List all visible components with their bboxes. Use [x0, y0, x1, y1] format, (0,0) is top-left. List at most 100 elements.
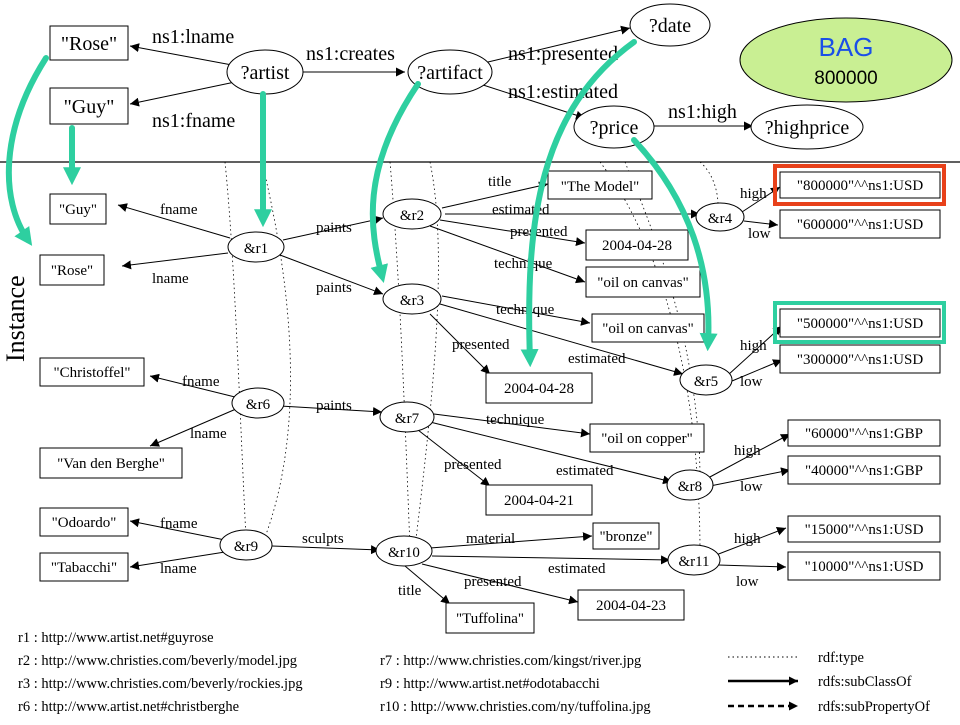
legend-line-types: rdf:type rdfs:subClassOf rdfs:subPropert…	[728, 650, 930, 715]
svg-text:&r11: &r11	[678, 554, 709, 570]
ref-r10: r10 : http://www.christies.com/ny/tuffol…	[380, 699, 651, 715]
svg-text:"bronze": "bronze"	[599, 529, 652, 545]
svg-text:low: low	[740, 479, 763, 495]
rdf-type-lines	[224, 161, 719, 554]
svg-text:sculpts: sculpts	[302, 531, 344, 547]
edge-label-fname: ns1:fname	[152, 110, 235, 132]
svg-text:"Guy": "Guy"	[64, 96, 115, 118]
svg-text:low: low	[736, 574, 759, 590]
bag-value: 800000	[814, 68, 877, 89]
svg-text:2004-04-23: 2004-04-23	[596, 598, 666, 614]
svg-text:presented: presented	[444, 457, 502, 473]
svg-text:lname: lname	[152, 271, 189, 287]
node-r11	[667, 544, 721, 576]
svg-text:presented: presented	[464, 574, 522, 590]
bag-title: BAG	[819, 32, 874, 62]
svg-text:estimated: estimated	[568, 351, 626, 367]
svg-text:&r7: &r7	[395, 411, 420, 427]
edge-label-creates: ns1:creates	[306, 43, 395, 65]
svg-text:technique: technique	[486, 412, 545, 428]
edge-label-high: ns1:high	[668, 101, 737, 123]
highlight-red-800000	[773, 164, 946, 206]
svg-text:"Tabacchi": "Tabacchi"	[51, 560, 117, 576]
pattern-edge-labels: ns1:lname ns1:fname ns1:creates ns1:pres…	[152, 26, 737, 132]
ref-r9: r9 : http://www.artist.net#odotabacchi	[380, 676, 600, 692]
svg-text:estimated: estimated	[556, 463, 614, 479]
ref-r7: r7 : http://www.christies.com/kingst/riv…	[380, 653, 641, 669]
svg-text:"Guy": "Guy"	[59, 202, 97, 218]
node-r5	[679, 364, 733, 396]
legend-rdf-type: rdf:type	[818, 650, 864, 666]
edge-label-presented: ns1:presented	[508, 43, 618, 65]
legend-subpropertyof: rdfs:subPropertyOf	[818, 699, 930, 715]
node-r7	[379, 401, 435, 433]
svg-text:"Rose": "Rose"	[61, 33, 117, 55]
svg-text:&r1: &r1	[244, 241, 268, 257]
svg-text:title: title	[398, 583, 422, 599]
node-r3	[382, 283, 442, 315]
svg-text:"The Model": "The Model"	[561, 179, 639, 195]
svg-text:"oil on canvas": "oil on canvas"	[597, 275, 688, 291]
ref-r1: r1 : http://www.artist.net#guyrose	[18, 630, 214, 646]
svg-text:technique: technique	[494, 256, 553, 272]
svg-text:2004-04-28: 2004-04-28	[504, 381, 574, 397]
svg-text:"Christoffel": "Christoffel"	[54, 365, 131, 381]
svg-text:"15000"^^ns1:USD: "15000"^^ns1:USD	[805, 522, 924, 538]
svg-text:paints: paints	[316, 280, 352, 296]
svg-text:high: high	[740, 338, 767, 354]
svg-text:presented: presented	[452, 337, 510, 353]
svg-text:2004-04-28: 2004-04-28	[602, 238, 672, 254]
svg-text:presented: presented	[510, 224, 568, 240]
instance-edges	[117, 181, 791, 605]
svg-text:?artifact: ?artifact	[417, 62, 483, 84]
svg-text:"60000"^^ns1:GBP: "60000"^^ns1:GBP	[805, 426, 923, 442]
svg-text:lname: lname	[190, 426, 227, 442]
svg-text:"Odoardo": "Odoardo"	[52, 515, 117, 531]
instance-literal-boxes	[39, 170, 941, 634]
legend-subclassof: rdfs:subClassOf	[818, 674, 912, 690]
svg-text:fname: fname	[160, 202, 198, 218]
svg-text:lname: lname	[160, 561, 197, 577]
svg-text:fname: fname	[182, 374, 220, 390]
ref-r2: r2 : http://www.christies.com/beverly/mo…	[18, 653, 297, 669]
node-r2	[382, 198, 442, 230]
svg-text:"600000"^^ns1:USD: "600000"^^ns1:USD	[797, 217, 924, 233]
legend-references: r1 : http://www.artist.net#guyrose r2 : …	[18, 630, 651, 715]
svg-text:&r6: &r6	[246, 397, 271, 413]
teal-mapping-arrows	[5, 39, 718, 368]
svg-text:high: high	[734, 443, 761, 459]
svg-text:"10000"^^ns1:USD: "10000"^^ns1:USD	[805, 559, 924, 575]
instance-edge-labels: fname lname paints paints title estimate…	[152, 174, 771, 599]
svg-text:"300000"^^ns1:USD: "300000"^^ns1:USD	[797, 352, 924, 368]
svg-text:?price: ?price	[590, 117, 639, 139]
svg-text:material: material	[466, 531, 515, 547]
svg-text:estimated: estimated	[548, 561, 606, 577]
pattern-var-date	[629, 3, 711, 47]
node-r6	[231, 387, 285, 419]
node-r4	[695, 202, 745, 232]
node-r8	[666, 469, 714, 501]
pattern-literal-rose	[49, 25, 129, 61]
svg-text:&r3: &r3	[400, 293, 424, 309]
ref-r3: r3 : http://www.christies.com/beverly/ro…	[18, 676, 303, 692]
svg-text:"Tuffolina": "Tuffolina"	[456, 611, 524, 627]
edge-label-lname: ns1:lname	[152, 26, 234, 48]
svg-text:title: title	[488, 174, 512, 190]
svg-text:"500000"^^ns1:USD: "500000"^^ns1:USD	[797, 316, 924, 332]
svg-text:&r10: &r10	[388, 545, 420, 561]
svg-text:"Van den Berghe": "Van den Berghe"	[57, 456, 165, 472]
instance-resource-labels: &r1 &r2 &r3 &r4 &r5 &r6 &r7 &r8 &r9 &r10…	[234, 208, 733, 570]
svg-text:2004-04-21: 2004-04-21	[504, 493, 574, 509]
svg-text:&r2: &r2	[400, 208, 424, 224]
svg-text:"oil on canvas": "oil on canvas"	[602, 321, 693, 337]
pattern-literal-guy	[49, 87, 129, 125]
pattern-nodes	[49, 3, 864, 150]
svg-text:high: high	[734, 531, 761, 547]
ref-r6: r6 : http://www.artist.net#christberghe	[18, 699, 239, 715]
svg-text:?artist: ?artist	[241, 62, 290, 84]
bag-result: BAG 800000	[739, 17, 953, 103]
svg-text:technique: technique	[496, 302, 555, 318]
pattern-node-labels: "Rose" "Guy" ?artist ?artifact ?date ?pr…	[61, 15, 849, 139]
